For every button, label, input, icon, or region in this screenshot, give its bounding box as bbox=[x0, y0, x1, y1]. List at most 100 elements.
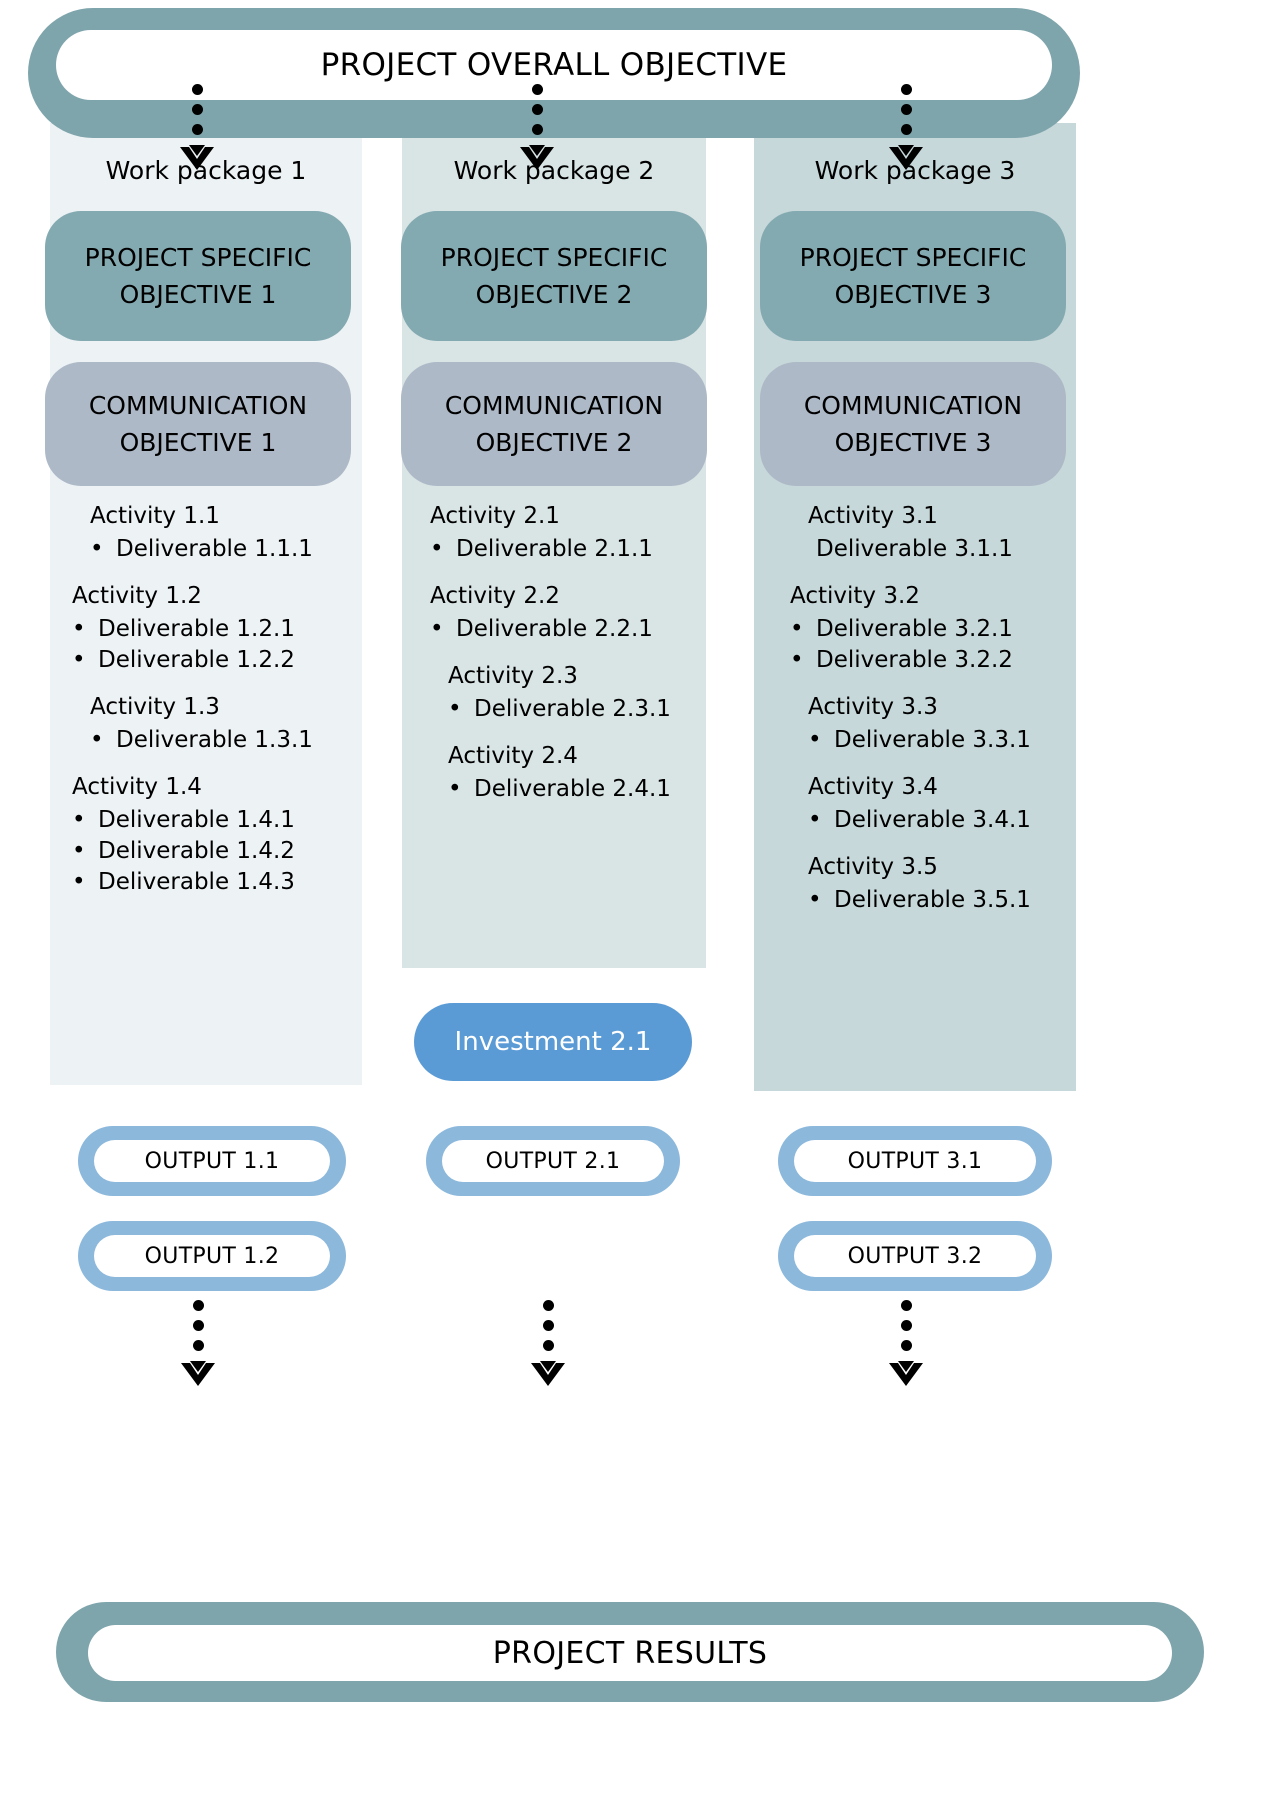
dot-icon bbox=[191, 104, 203, 115]
deliverable-label: Deliverable 3.2.1 bbox=[816, 616, 1013, 642]
deliverable-row: • Deliverable 1.4.3 bbox=[72, 871, 372, 894]
output-3-1-label: OUTPUT 3.1 bbox=[794, 1140, 1036, 1182]
output-1-1-label: OUTPUT 1.1 bbox=[94, 1140, 330, 1182]
deliverable-row: •Deliverable 1.3.1 bbox=[72, 729, 372, 752]
dot-icon bbox=[531, 104, 543, 115]
activity-name: Activity 3.5 bbox=[808, 854, 938, 880]
activity-name: Activity 3.4 bbox=[808, 774, 938, 800]
dot-icon bbox=[531, 124, 543, 135]
activity-group: Activity 3.5 • Deliverable 3.5.1 bbox=[790, 856, 1090, 912]
bullet-dot-icon: • bbox=[72, 647, 86, 673]
project-overall-objective-label: PROJECT OVERALL OBJECTIVE bbox=[56, 30, 1052, 100]
deliverable-row: •Deliverable 2.4.1 bbox=[430, 778, 720, 801]
deliverable-row: •Deliverable 1.2.1 bbox=[72, 618, 372, 641]
activity-name: Activity 2.4 bbox=[448, 743, 578, 769]
bullet-dot-icon: • bbox=[808, 727, 822, 753]
connector-overall-to-wp1-icon bbox=[177, 84, 217, 172]
down-arrow-icon bbox=[178, 1360, 218, 1388]
bullet-dot-icon: • bbox=[90, 536, 104, 562]
bullet-dot-icon: • bbox=[808, 887, 822, 913]
deliverable-label: Deliverable 2.3.1 bbox=[474, 696, 671, 722]
bullet-dot-icon: • bbox=[72, 807, 86, 833]
output-1-1-box: OUTPUT 1.1 bbox=[78, 1126, 346, 1196]
dot-icon bbox=[900, 1300, 912, 1311]
deliverable-label: Deliverable 1.2.1 bbox=[98, 616, 295, 642]
deliverable-row: •Deliverable 2.1.1 bbox=[430, 538, 720, 561]
communication-objective-1-box: COMMUNICATION OBJECTIVE 1 bbox=[45, 362, 351, 486]
down-arrow-icon bbox=[886, 144, 926, 172]
bullet-dot-icon: • bbox=[72, 838, 86, 864]
deliverable-label: Deliverable 3.5.1 bbox=[834, 887, 1031, 913]
deliverable-row: • Deliverable 3.2.1 bbox=[790, 618, 1090, 641]
work-package-1-title: Work package 1 bbox=[105, 156, 307, 185]
deliverable-row: •Deliverable 2.3.1 bbox=[430, 698, 720, 721]
connector-wp3-to-results-icon bbox=[886, 1300, 926, 1388]
activity-group: Activity 3.3•Deliverable 3.3.1 bbox=[790, 696, 1090, 752]
activity-name: Activity 3.1 bbox=[808, 503, 938, 529]
activity-name: Activity 1.1 bbox=[90, 503, 220, 529]
deliverable-row: •Deliverable 2.2.1 bbox=[430, 618, 720, 641]
dot-icon bbox=[900, 124, 912, 135]
work-package-3-title: Work package 3 bbox=[814, 156, 1016, 185]
deliverable-label: Deliverable 2.4.1 bbox=[474, 776, 671, 802]
deliverable-row: • Deliverable 3.2.2 bbox=[790, 649, 1090, 672]
dot-icon bbox=[192, 1300, 204, 1311]
down-arrow-icon bbox=[177, 144, 217, 172]
connector-overall-to-wp2-icon bbox=[517, 84, 557, 172]
bullet-dot-icon: • bbox=[790, 647, 804, 673]
activity-name: Activity 1.3 bbox=[90, 694, 220, 720]
deliverable-label: Deliverable 3.4.1 bbox=[834, 807, 1031, 833]
activity-group: Activity 2.3 •Deliverable 2.3.1 bbox=[430, 665, 720, 721]
bullet-dot-icon: • bbox=[430, 616, 444, 642]
activity-name: Activity 2.1 bbox=[430, 503, 560, 529]
dot-icon bbox=[542, 1340, 554, 1351]
dot-icon bbox=[900, 104, 912, 115]
communication-objective-3-box: COMMUNICATION OBJECTIVE 3 bbox=[760, 362, 1066, 486]
connector-overall-to-wp3-icon bbox=[886, 84, 926, 172]
deliverable-label: Deliverable 3.1.1 bbox=[816, 536, 1013, 562]
deliverable-label: Deliverable 1.2.2 bbox=[98, 647, 295, 673]
project-results-label: PROJECT RESULTS bbox=[88, 1625, 1172, 1681]
activity-group: Activity 3.2 • Deliverable 3.2.1 • Deliverab… bbox=[790, 585, 1090, 672]
deliverable-label: Deliverable 1.3.1 bbox=[116, 727, 313, 753]
deliverable-row: • Deliverable 3.5.1 bbox=[790, 889, 1090, 912]
activity-name: Activity 2.2 bbox=[430, 583, 560, 609]
deliverable-label: Deliverable 1.4.3 bbox=[98, 869, 295, 895]
communication-objective-2-box: COMMUNICATION OBJECTIVE 2 bbox=[401, 362, 707, 486]
output-2-1-label: OUTPUT 2.1 bbox=[442, 1140, 664, 1182]
connector-wp2-to-results-icon bbox=[528, 1300, 568, 1388]
deliverable-label: Deliverable 3.2.2 bbox=[816, 647, 1013, 673]
work-package-2-title: Work package 2 bbox=[453, 156, 655, 185]
dot-icon bbox=[191, 84, 203, 95]
dot-icon bbox=[900, 84, 912, 95]
deliverable-label: Deliverable 1.4.2 bbox=[98, 838, 295, 864]
deliverable-row: • Deliverable 1.4.2 bbox=[72, 840, 372, 863]
bullet-dot-icon: • bbox=[72, 869, 86, 895]
bullet-dot-icon: • bbox=[808, 807, 822, 833]
bullet-dot-icon: • bbox=[430, 536, 444, 562]
activity-name: Activity 3.2 bbox=[790, 583, 920, 609]
dot-icon bbox=[542, 1320, 554, 1331]
bullet-dot-icon: • bbox=[790, 616, 804, 642]
deliverable-row: • Deliverable 3.4.1 bbox=[790, 809, 1090, 832]
dot-icon bbox=[531, 84, 543, 95]
activity-group: Activity 1.4 • Deliverable 1.4.1 • Deliverab… bbox=[72, 776, 372, 894]
project-specific-objective-3-box: PROJECT SPECIFIC OBJECTIVE 3 bbox=[760, 211, 1066, 341]
activity-group: Activity 2.4 •Deliverable 2.4.1 bbox=[430, 745, 720, 801]
activity-group: Activity 1.3 •Deliverable 1.3.1 bbox=[72, 696, 372, 752]
activity-group: Activity 2.1 •Deliverable 2.1.1 bbox=[430, 505, 720, 561]
activity-name: Activity 2.3 bbox=[448, 663, 578, 689]
dot-icon bbox=[191, 124, 203, 135]
deliverable-label: Deliverable 1.4.1 bbox=[98, 807, 295, 833]
output-3-2-box: OUTPUT 3.2 bbox=[778, 1221, 1052, 1291]
down-arrow-icon bbox=[517, 144, 557, 172]
activity-name: Activity 1.2 bbox=[72, 583, 202, 609]
deliverable-row: •Deliverable 3.3.1 bbox=[790, 729, 1090, 752]
down-arrow-icon bbox=[886, 1360, 926, 1388]
deliverable-label: Deliverable 1.1.1 bbox=[116, 536, 313, 562]
activity-name: Activity 1.4 bbox=[72, 774, 202, 800]
